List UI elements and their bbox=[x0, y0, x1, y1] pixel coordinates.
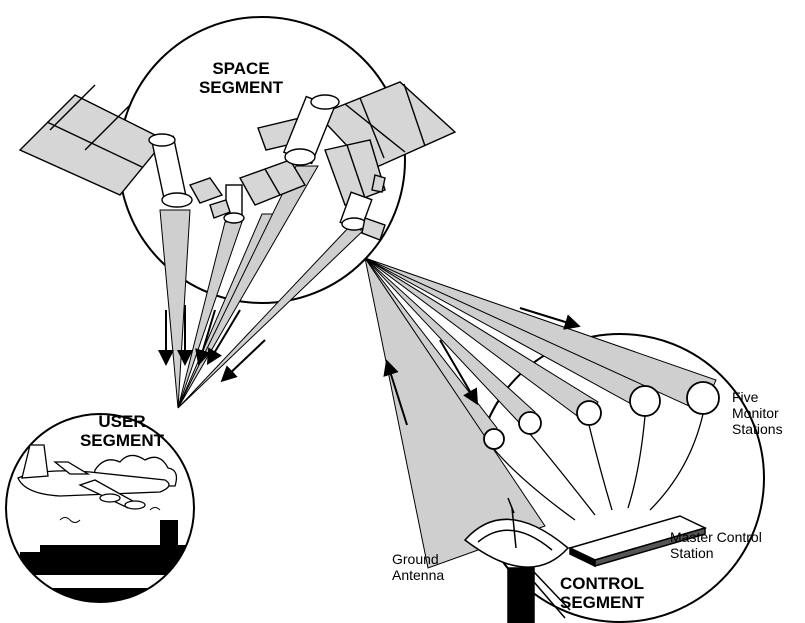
monitor-station-2 bbox=[518, 411, 542, 435]
monitor-label-line2: Monitor bbox=[732, 405, 779, 421]
antenna-label-line2: Antenna bbox=[392, 567, 445, 583]
control-segment-label: CONTROL SEGMENT bbox=[560, 574, 644, 612]
ground-antenna bbox=[463, 497, 571, 623]
monitor-station-4 bbox=[629, 385, 661, 417]
antenna-label-line1: Ground bbox=[392, 551, 439, 567]
monitor-stations-label: Five Monitor Stations bbox=[732, 389, 783, 437]
signal-arrows bbox=[158, 305, 581, 426]
station-uplinks bbox=[493, 413, 704, 521]
monitor-station-1 bbox=[483, 428, 505, 450]
user-segment-line2: SEGMENT bbox=[79, 431, 165, 450]
monitor-stations bbox=[483, 381, 720, 450]
satellite-1 bbox=[18, 84, 224, 208]
master-label-line2: Station bbox=[670, 545, 714, 561]
user-segment-line1: USER bbox=[98, 412, 146, 431]
master-control-label: Master Control Station bbox=[670, 529, 762, 561]
user-segment-label: USER SEGMENT bbox=[72, 412, 172, 450]
monitor-label-line3: Stations bbox=[732, 421, 783, 437]
monitor-label-line1: Five bbox=[732, 389, 759, 405]
satellite-4 bbox=[324, 139, 386, 241]
monitor-station-5 bbox=[686, 381, 720, 415]
master-control-station bbox=[567, 515, 708, 568]
space-segment-line1: SPACE bbox=[212, 59, 270, 78]
control-segment-line2: SEGMENT bbox=[560, 593, 645, 612]
control-link-beams bbox=[364, 257, 717, 569]
airplane bbox=[17, 444, 170, 510]
space-segment-label: SPACE SEGMENT bbox=[186, 59, 296, 97]
space-segment-line2: SEGMENT bbox=[198, 78, 284, 97]
satellite-2 bbox=[209, 159, 307, 224]
master-label-line1: Master Control bbox=[670, 529, 762, 545]
ground-antenna-label: Ground Antenna bbox=[392, 551, 444, 583]
monitor-station-3 bbox=[576, 400, 602, 426]
control-segment-line1: CONTROL bbox=[560, 574, 645, 593]
